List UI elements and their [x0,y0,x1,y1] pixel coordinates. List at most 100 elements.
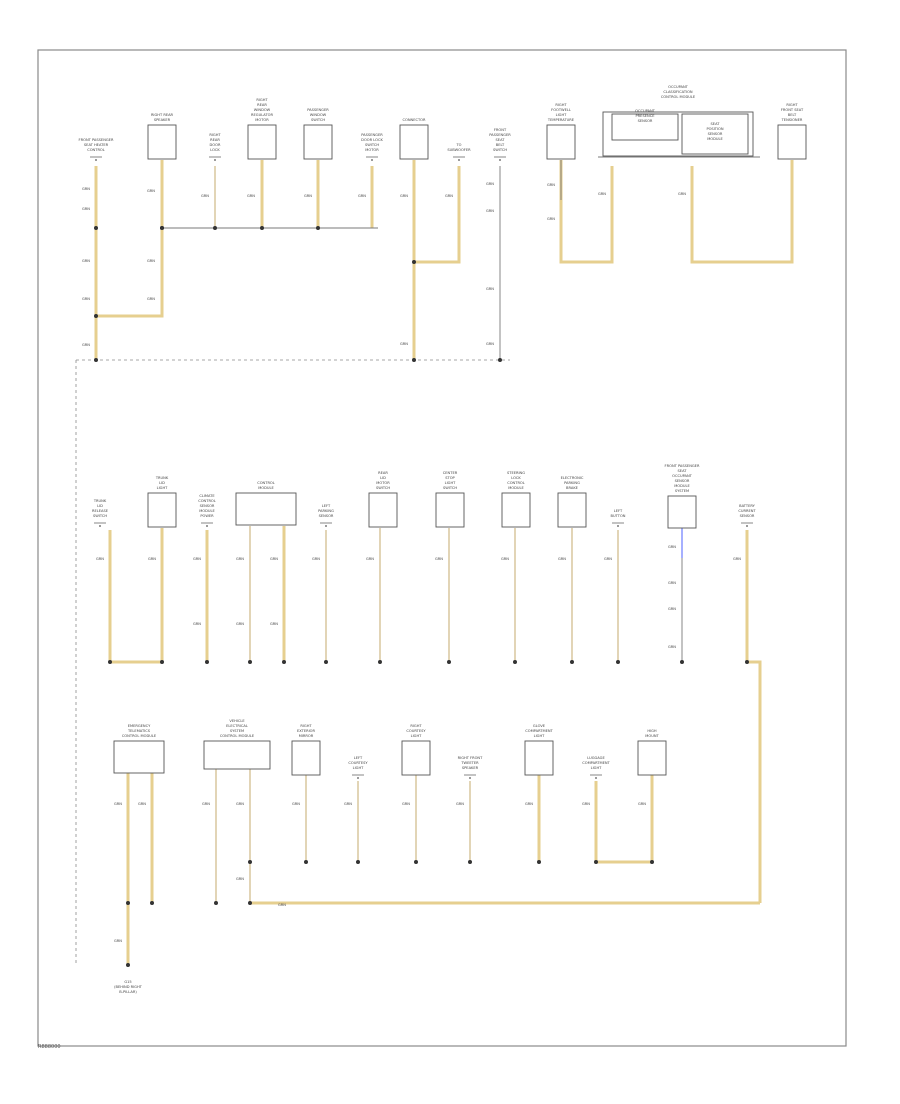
right-rear-speaker-label: SPEAKER [154,118,171,122]
control-module-box [235,492,297,526]
emergency-telematics-control-module-label: TELEMATICS [127,729,151,733]
front-passenger-seat-occupant-sensor-module-box [667,495,697,529]
left-parking-sensor-label: LEFT [322,504,331,508]
glove-compartment-light-label: GLOVE [533,724,546,728]
wire-color-label: GRN [733,557,741,561]
left-courtesy-light-pin [357,777,359,779]
glove-compartment-light-label: COMPARTMENT [525,729,553,733]
emergency-telematics-control-module-label: CONTROL MODULE [122,734,157,738]
wire-color-label: GRN [547,183,555,187]
occupant-classification-module-label: CLASSIFICATION [663,90,693,94]
front-passenger-seat-heater-control-pin [95,159,97,161]
occupant-presence-sensor-label: OCCUPANT [635,109,656,113]
vehicle-electrical-system-control-module-label: VEHICLE [229,719,245,723]
front-passenger-seat-occupant-sensor-module-label: SENSOR [675,479,690,483]
right-front-seat-belt-tensioner-label: RIGHT [786,103,798,107]
right-rear-window-regulator-motor-label: WINDOW [254,108,271,112]
steering-lock-control-module-label: LOCK [511,476,521,480]
wire-color-label: GRN [236,877,244,881]
vehicle-electrical-system-control-module-label: SYSTEM [230,729,244,733]
splice-dot [468,860,472,864]
right-courtesy-light-label: RIGHT [410,724,422,728]
right-courtesy-light-label: LIGHT [411,734,423,738]
wire-color-label: GRN [445,194,453,198]
to-subwoofer-label: SUBWOOFER [447,148,471,152]
wire-color-label: GRN [547,217,555,221]
splice-dot [650,860,654,864]
wire-color-label: GRN [435,557,443,561]
front-passenger-seat-belt-switch-label: SEAT [496,138,506,142]
right-rear-door-lock-label: LOCK [210,148,220,152]
right-exterior-mirror-label: EXTERIOR [297,729,316,733]
center-stop-light-switch-label: SWITCH [443,486,457,490]
splice-dot [324,660,328,664]
seat-position-sensor-module-box [681,113,749,155]
splice-dot [378,660,382,664]
right-front-seat-belt-tensioner-box [777,124,807,160]
high-mount-label: HIGH [647,729,657,733]
wire-run [108,528,164,664]
splice-dot [282,660,286,664]
right-front-tweeter-speaker-label: TWEETER [460,761,479,765]
center-stop-light-switch-box [435,492,465,528]
wire-color-label: GRN [201,194,209,198]
splice-dot [260,226,264,230]
splice-dot [316,226,320,230]
glove-compartment-light-label: LIGHT [534,734,546,738]
rear-lid-motor-switch-label: SWITCH [376,486,390,490]
wire-color-label: GRN [598,192,606,196]
wire-color-label: GRN [668,545,676,549]
right-rear-door-lock-pin [214,159,216,161]
right-front-seat-belt-tensioner-label: TENSIONER [781,118,803,122]
wire-color-label: GRN [292,802,300,806]
wire-color-label: GRN [114,939,122,943]
wire-color-label: GRN [96,557,104,561]
high-mount-box [637,740,667,776]
wire-color-label: GRN [668,645,676,649]
front-passenger-seat-belt-switch-label: BELT [496,143,505,147]
wire-run [745,530,762,903]
left-courtesy-light-label: LEFT [354,756,363,760]
passenger-window-switch-label: PASSENGER [307,108,329,112]
front-passenger-seat-occupant-sensor-module-label: FRONT PASSENGER [665,464,700,468]
wire-color-label: GRN [344,802,352,806]
wire-color-label: GRN [114,802,122,806]
wire-color-label: GRN [236,802,244,806]
passenger-window-switch-box [303,124,333,160]
splice-dot [126,901,130,905]
occupant-classification-module-label: CONTROL MODULE [661,95,696,99]
vehicle-electrical-system-control-module-box [203,740,271,770]
seat-position-sensor-module-label: MODULE [707,137,723,141]
control-module-label: MODULE [258,486,274,490]
wire-color-label: GRN [486,182,494,186]
trunk-lid-release-switch-label: RELEASE [92,509,109,513]
right-front-seat-belt-tensioner-label: BELT [788,113,797,117]
splice-dot [248,901,252,905]
passenger-door-lock-switch-motor-label: DOOR LOCK [361,138,383,142]
right-rear-speaker-label: RIGHT REAR [151,113,174,117]
passenger-door-lock-switch-motor-label: MOTOR [365,148,379,152]
wire-color-label: GRN [486,342,494,346]
ground-g15-label: (BEHIND RIGHT [114,985,143,989]
wire-color-label: GRN [82,297,90,301]
diagram-frame [37,49,847,1047]
seat-position-sensor-module-label: SEAT [711,122,721,126]
trunk-lid-light-box [147,492,177,528]
right-courtesy-light-box [401,740,431,776]
wire-color-label: GRN [456,802,464,806]
emergency-telematics-control-module-label: EMERGENCY [128,724,151,728]
wire-color-label: GRN [193,557,201,561]
right-rear-window-regulator-motor-box [247,124,277,160]
glove-compartment-light-box [524,740,554,776]
left-courtesy-light-label: LIGHT [353,766,365,770]
steering-lock-control-module-label: CONTROL [507,481,525,485]
splice-dot [594,860,598,864]
right-rear-window-regulator-motor-label: REGULATOR [251,113,273,117]
front-passenger-seat-belt-switch-label: PASSENGER [489,133,511,137]
rear-lid-motor-switch-label: REAR [378,471,388,475]
wire-color-label: GRN [638,802,646,806]
right-footwell-light-temperature-label: RIGHT [555,103,567,107]
left-parking-sensor-label: PARKING [318,509,334,513]
wire-color-label: GRN [668,607,676,611]
